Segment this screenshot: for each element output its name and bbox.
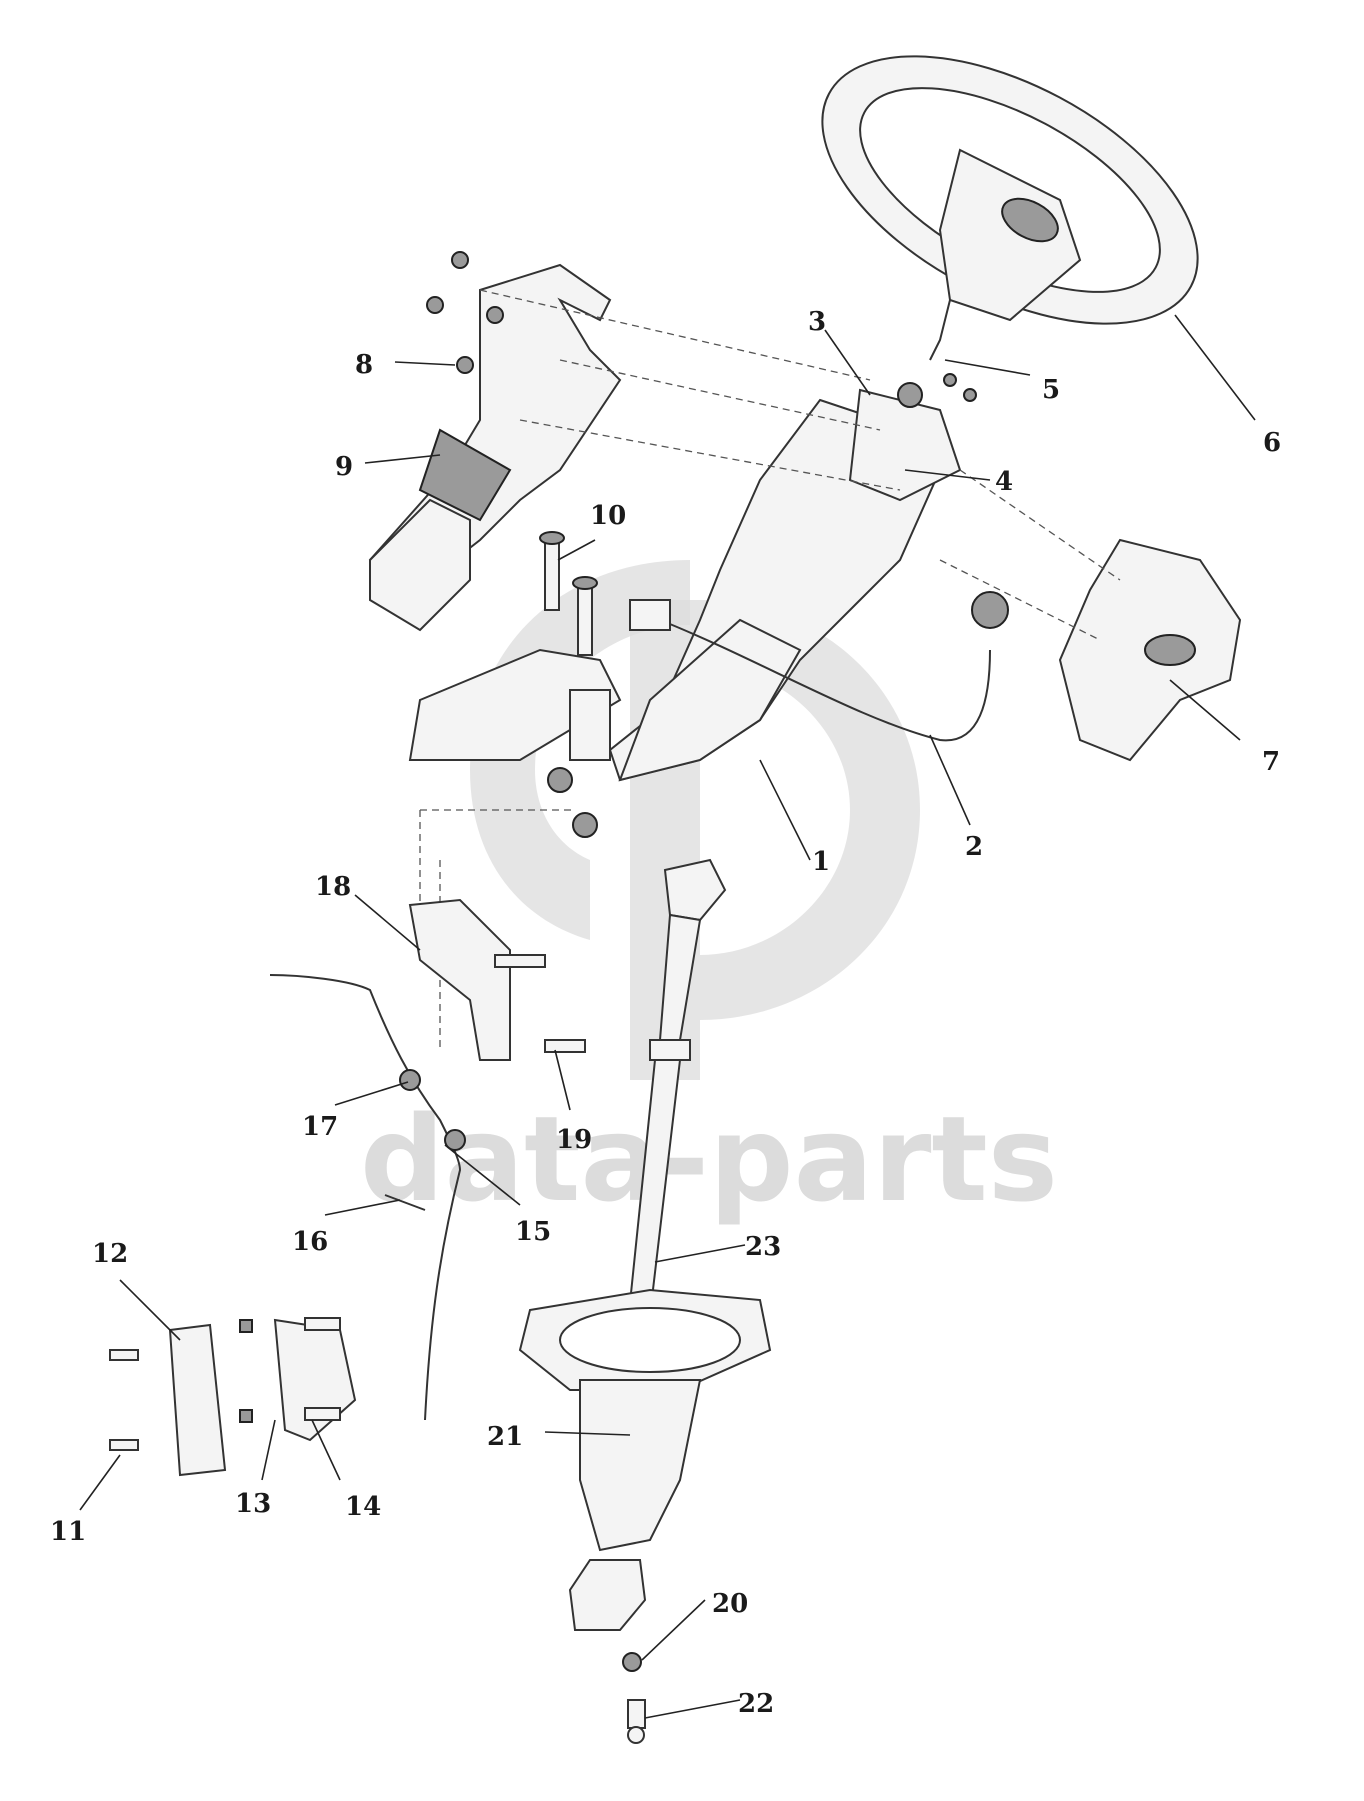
callout-4: 4 (995, 467, 1013, 497)
callout-leaders (79, 314, 1256, 1719)
callout-12: 12 (92, 1239, 128, 1269)
callout-16: 16 (292, 1227, 328, 1257)
watermark-text: data-parts (360, 1090, 1058, 1228)
callout-21: 21 (487, 1422, 523, 1452)
upper-shroud (368, 263, 622, 632)
lower-u-joint (568, 1559, 647, 1744)
callout-9: 9 (335, 452, 353, 482)
bolts (539, 531, 598, 838)
callout-20: 20 (712, 1589, 748, 1619)
column-assembly (408, 398, 942, 782)
callout-1: 1 (812, 847, 830, 877)
callout-23: 23 (745, 1232, 781, 1262)
wire-harness (629, 591, 1009, 742)
callout-7: 7 (1262, 747, 1280, 777)
callout-22: 22 (738, 1689, 774, 1719)
dash-seal-boot (518, 1288, 772, 1552)
bracket (408, 898, 586, 1061)
assembly-lines (419, 289, 1121, 1050)
callout-19: 19 (556, 1125, 592, 1155)
cable (269, 974, 466, 1421)
callout-6: 6 (1263, 428, 1281, 458)
callout-10: 10 (590, 501, 626, 531)
callout-8: 8 (355, 350, 373, 380)
callout-11: 11 (50, 1517, 86, 1547)
callout-5: 5 (1042, 375, 1060, 405)
callout-3: 3 (808, 307, 826, 337)
callout-13: 13 (235, 1489, 271, 1519)
lower-shroud (1058, 538, 1242, 762)
lower-bracket (109, 1317, 357, 1477)
callout-17: 17 (302, 1112, 338, 1142)
callout-14: 14 (345, 1492, 381, 1522)
steering-wheel (821, 55, 1199, 361)
watermark-logo: data-parts (360, 560, 1058, 1228)
screws (426, 251, 504, 374)
callout-labels: 1 2 3 4 5 6 7 8 9 10 11 12 13 14 15 16 1… (50, 307, 1281, 1719)
callout-15: 15 (515, 1217, 551, 1247)
callout-2: 2 (965, 832, 983, 862)
callout-18: 18 (315, 872, 351, 902)
